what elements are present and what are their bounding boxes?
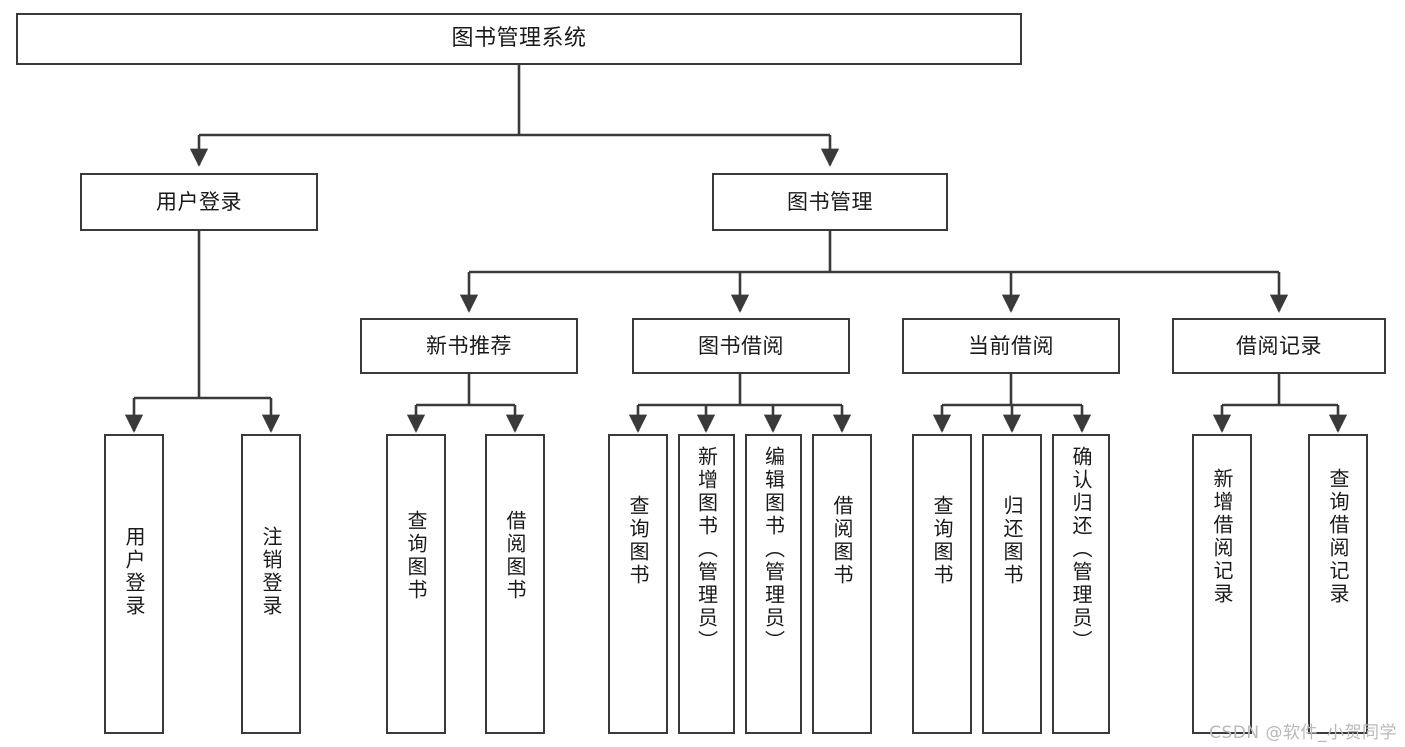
- leaf-book-borrow-query-book[interactable]: 查询图书: [608, 434, 668, 734]
- node-label: 查询借阅记录: [1326, 468, 1350, 606]
- node-current-borrow[interactable]: 当前借阅: [902, 318, 1120, 374]
- leaf-current-borrow-return-book[interactable]: 归还图书: [982, 434, 1042, 734]
- node-new-book-recommend[interactable]: 新书推荐: [360, 318, 578, 374]
- node-label: 查询图书: [626, 495, 650, 587]
- leaf-current-borrow-query-book[interactable]: 查询图书: [912, 434, 972, 734]
- node-label: 图书管理系统: [451, 26, 587, 52]
- leaf-current-borrow-confirm-return-admin[interactable]: 确认归还（管理员）: [1052, 434, 1110, 734]
- node-label: 确认归还（管理员）: [1069, 446, 1093, 653]
- node-label: 新增借阅记录: [1210, 468, 1234, 606]
- node-label: 归还图书: [1000, 495, 1024, 587]
- leaf-book-borrow-edit-book-admin[interactable]: 编辑图书（管理员）: [745, 434, 802, 734]
- node-book-borrow[interactable]: 图书借阅: [632, 318, 850, 374]
- leaf-book-borrow-borrow-book[interactable]: 借阅图书: [812, 434, 872, 734]
- node-label: 图书管理: [787, 189, 873, 214]
- leaf-new-book-borrow-book[interactable]: 借阅图书: [485, 434, 545, 734]
- node-borrow-record[interactable]: 借阅记录: [1172, 318, 1386, 374]
- leaf-user-login-logout[interactable]: 注销登录: [241, 434, 301, 734]
- node-label: 用户登录: [156, 189, 242, 214]
- node-label: 查询图书: [404, 510, 428, 602]
- node-user-login[interactable]: 用户登录: [80, 173, 318, 231]
- node-label: 编辑图书（管理员）: [761, 446, 786, 653]
- node-label: 用户登录: [122, 526, 146, 618]
- leaf-user-login-login[interactable]: 用户登录: [104, 434, 164, 734]
- leaf-new-book-query-book[interactable]: 查询图书: [386, 434, 446, 734]
- node-label: 新书推荐: [426, 333, 512, 358]
- node-label: 新增图书（管理员）: [694, 446, 719, 653]
- leaf-borrow-record-add-record[interactable]: 新增借阅记录: [1192, 434, 1252, 734]
- node-book-management[interactable]: 图书管理: [712, 173, 948, 231]
- node-label: 注销登录: [259, 526, 283, 618]
- node-label: 当前借阅: [968, 333, 1054, 358]
- node-label: 查询图书: [930, 495, 954, 587]
- node-label: 借阅记录: [1236, 333, 1322, 358]
- node-label: 借阅图书: [830, 495, 854, 587]
- node-label: 借阅图书: [503, 510, 527, 602]
- csdn-watermark: CSDN @软件_小贺同学: [1209, 723, 1397, 743]
- leaf-borrow-record-query-record[interactable]: 查询借阅记录: [1308, 434, 1368, 734]
- leaf-book-borrow-add-book-admin[interactable]: 新增图书（管理员）: [678, 434, 735, 734]
- node-root-book-management-system[interactable]: 图书管理系统: [16, 13, 1022, 65]
- node-label: 图书借阅: [698, 333, 784, 358]
